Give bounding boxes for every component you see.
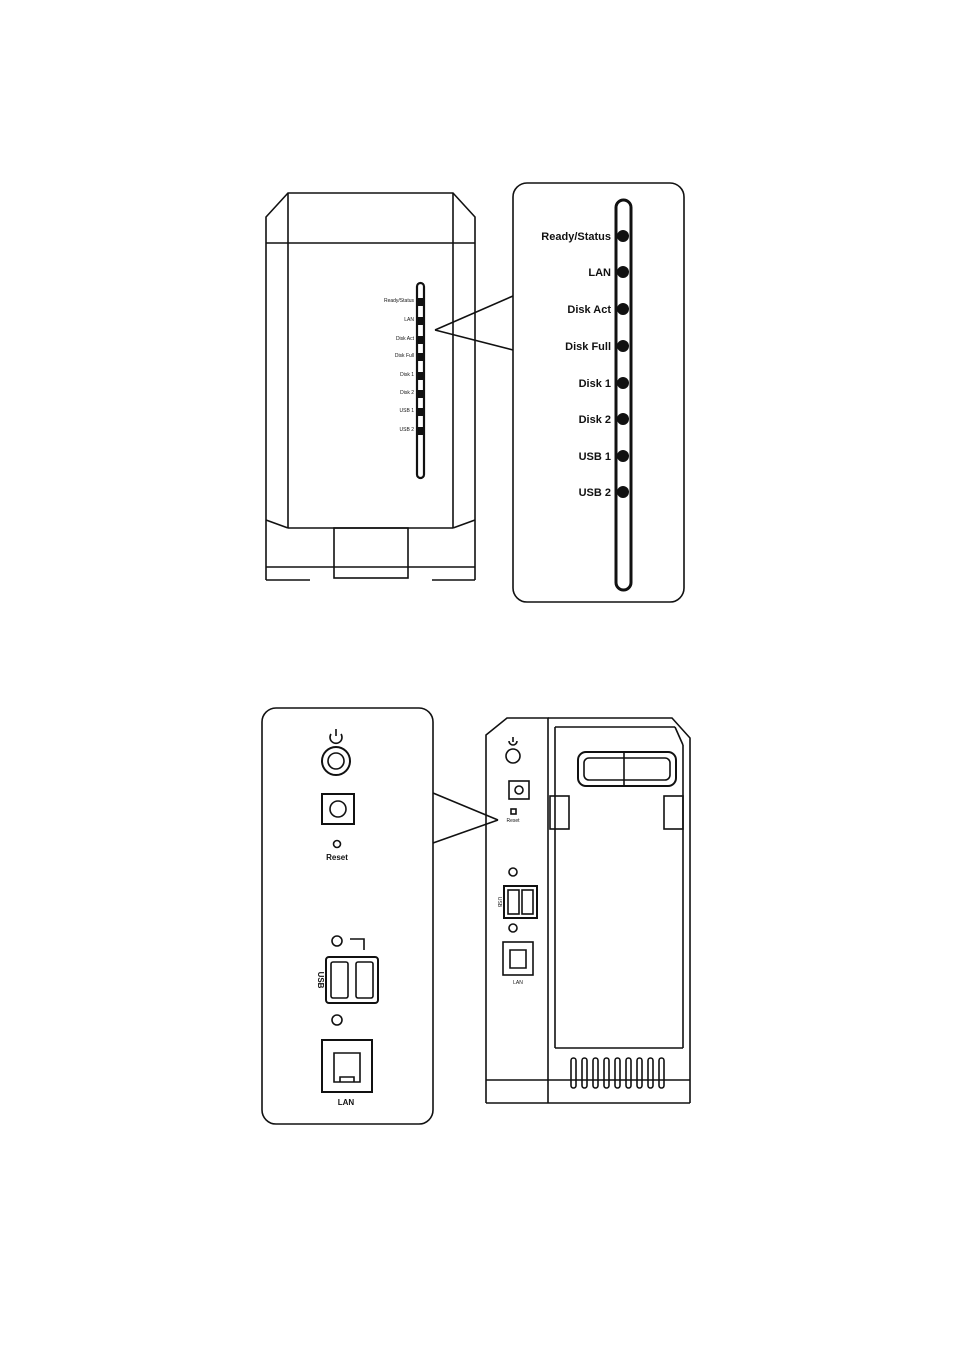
led-disk-1 xyxy=(617,377,629,389)
front-label-1: LAN xyxy=(404,317,414,323)
led-usb-2 xyxy=(617,486,629,498)
led-label-disk-1: Disk 1 xyxy=(579,378,611,390)
led-label-ready-status: Ready/Status xyxy=(541,231,611,243)
front-label-7: USB 2 xyxy=(400,427,415,433)
rear-lan-label: LAN xyxy=(513,980,523,986)
front-label-2: Disk Act xyxy=(396,336,415,342)
led-lan xyxy=(617,266,629,278)
callout-leds xyxy=(617,230,629,498)
front-label-6: USB 1 xyxy=(400,408,415,414)
rear-callout-reset-label: Reset xyxy=(326,853,348,862)
front-small-labels: Ready/Status LAN Disk Act Disk Full Disk… xyxy=(384,298,415,433)
rear-reset-label: Reset xyxy=(506,818,520,824)
vent-slots xyxy=(570,1057,665,1089)
front-device xyxy=(265,192,476,581)
led-usb-1 xyxy=(617,450,629,462)
rear-callout-box xyxy=(261,707,499,1125)
led-disk-2 xyxy=(617,413,629,425)
front-label-0: Ready/Status xyxy=(384,298,415,304)
led-label-usb-2: USB 2 xyxy=(579,487,611,499)
led-label-disk-2: Disk 2 xyxy=(579,414,611,426)
callout-led-labels: Ready/Status LAN Disk Act Disk Full Disk… xyxy=(541,231,611,499)
led-label-disk-act: Disk Act xyxy=(567,304,611,316)
rear-callout-lan-label: LAN xyxy=(338,1098,355,1107)
usb-port-group[interactable] xyxy=(325,956,379,1004)
led-ready-status xyxy=(617,230,629,242)
rear-usb-label: USB xyxy=(496,897,502,908)
led-disk-act xyxy=(617,303,629,315)
led-disk-full xyxy=(617,340,629,352)
lan-port[interactable] xyxy=(321,1039,373,1093)
power-icon xyxy=(329,729,343,745)
dc-power-jack xyxy=(321,793,355,825)
front-small-leds xyxy=(418,298,423,435)
front-label-3: Disk Full xyxy=(395,353,414,359)
front-label-4: Disk 1 xyxy=(400,372,414,378)
reset-hole[interactable] xyxy=(332,839,342,849)
rear-device xyxy=(485,717,691,1104)
front-label-5: Disk 2 xyxy=(400,390,414,396)
led-label-lan: LAN xyxy=(588,267,611,279)
power-button[interactable] xyxy=(321,746,351,776)
led-label-disk-full: Disk Full xyxy=(565,341,611,353)
led-label-usb-1: USB 1 xyxy=(579,451,611,463)
rear-callout-usb-label: USB xyxy=(316,972,325,989)
led-callout-box xyxy=(434,182,685,603)
